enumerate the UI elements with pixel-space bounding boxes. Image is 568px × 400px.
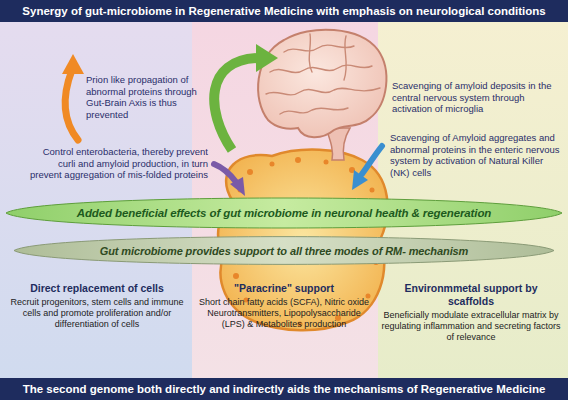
annotation-text: Scavenging of Amyloid aggregates and abn… bbox=[390, 132, 562, 178]
column-heading: Direct replacement of cells bbox=[6, 282, 188, 295]
column-body: Recruit progenitors, stem cells and immu… bbox=[6, 297, 188, 330]
column-body: Short chain fatty acids (SCFA), Nitric o… bbox=[198, 297, 370, 330]
title-bar: Synergy of gut-microbiome in Regenerativ… bbox=[0, 0, 568, 22]
title: Synergy of gut-microbiome in Regenerativ… bbox=[22, 0, 545, 22]
text-column: "Paracrine" supportShort chain fatty aci… bbox=[198, 282, 370, 330]
caption-bar: The second genome both directly and indi… bbox=[0, 378, 568, 400]
band-text: Added beneficial effects of gut microbio… bbox=[77, 207, 492, 219]
caption: The second genome both directly and indi… bbox=[23, 378, 546, 400]
column-heading: Environmmetal support by scaffolds bbox=[380, 282, 562, 308]
banner-band: Gut microbiome provides support to all t… bbox=[14, 234, 554, 267]
banner-band: Added beneficial effects of gut microbio… bbox=[6, 195, 562, 231]
text-column: Environmmetal support by scaffoldsBenefi… bbox=[380, 282, 562, 343]
annotation-text: Control enterobacteria, thereby prevent … bbox=[26, 146, 208, 181]
band-text: Gut microbiome provides support to all t… bbox=[100, 245, 469, 257]
column-heading: "Paracrine" support bbox=[198, 282, 370, 295]
annotation-text: Prion like propagation of abnormal prote… bbox=[86, 74, 198, 120]
text-column: Direct replacement of cellsRecruit proge… bbox=[6, 282, 188, 330]
annotation-text: Scavenging of amyloid deposits in the ce… bbox=[392, 80, 560, 115]
column-body: Beneficially modulate extracellular matr… bbox=[380, 310, 562, 343]
